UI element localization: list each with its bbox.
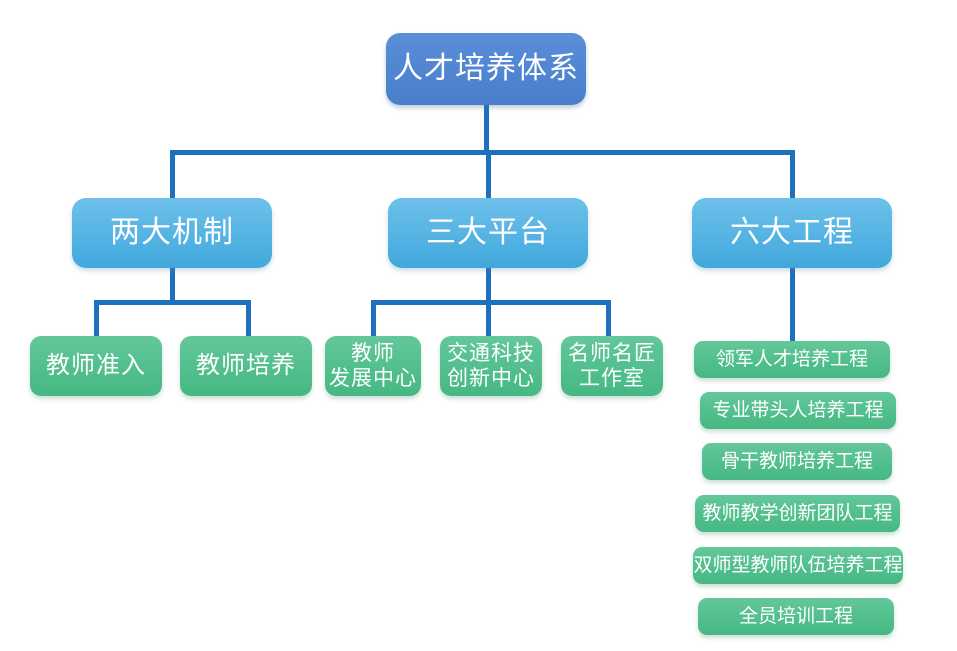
node-leaf-transport-tech-innovation-center[interactable]: 交通科技 创新中心	[440, 336, 542, 396]
node-leaf-teaching-innovation-team-project[interactable]: 教师教学创新团队工程	[695, 495, 900, 532]
node-leaf-discipline-leader-project[interactable]: 专业带头人培养工程	[700, 392, 896, 429]
connector-drop-platforms	[486, 150, 491, 198]
node-leaf-master-craftsman-studio[interactable]: 名师名匠 工作室	[561, 336, 663, 396]
node-branch-projects[interactable]: 六大工程	[692, 198, 892, 268]
node-branch-platforms[interactable]: 三大平台	[388, 198, 588, 268]
connector-drop-mechanisms	[170, 150, 175, 198]
connector-plat-bus	[371, 300, 611, 305]
connector-mech-bus	[94, 300, 251, 305]
connector-mech-drop-left	[94, 300, 99, 338]
node-root-talent-system[interactable]: 人才培养体系	[386, 33, 586, 105]
connector-root-stem	[484, 105, 489, 150]
node-leaf-all-staff-training-project[interactable]: 全员培训工程	[698, 598, 894, 635]
connector-plat-drop-right	[606, 300, 611, 338]
connector-drop-projects	[790, 150, 795, 198]
connector-level1-bus	[172, 150, 792, 155]
node-leaf-teacher-admission[interactable]: 教师准入	[30, 336, 162, 396]
node-leaf-teacher-development-center[interactable]: 教师 发展中心	[325, 336, 421, 396]
node-leaf-leading-talent-project[interactable]: 领军人才培养工程	[694, 341, 890, 378]
connector-mech-stem	[170, 268, 175, 304]
node-leaf-teacher-training[interactable]: 教师培养	[180, 336, 312, 396]
connector-mech-drop-right	[246, 300, 251, 338]
connector-proj-stem	[790, 268, 795, 343]
node-leaf-backbone-teacher-project[interactable]: 骨干教师培养工程	[702, 443, 892, 480]
connector-plat-drop-left	[371, 300, 376, 338]
node-branch-mechanisms[interactable]: 两大机制	[72, 198, 272, 268]
node-leaf-dual-qualified-teacher-project[interactable]: 双师型教师队伍培养工程	[693, 547, 903, 584]
